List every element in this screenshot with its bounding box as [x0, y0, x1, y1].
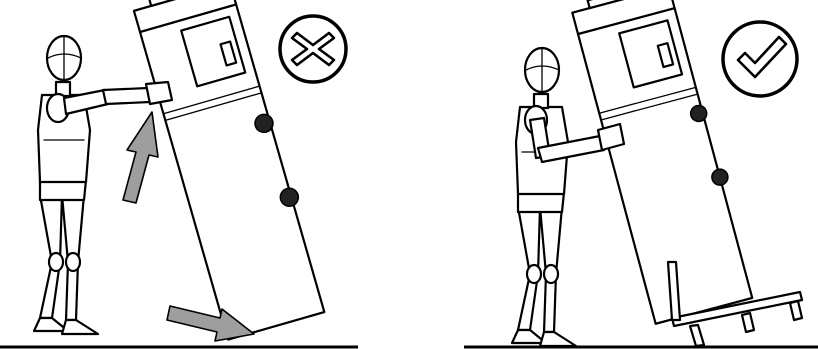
- correct-panel: [464, 0, 818, 347]
- check-circle-icon: [723, 22, 797, 96]
- person-incorrect: [34, 36, 172, 334]
- cross-circle-icon: [280, 16, 346, 82]
- incorrect-panel: [0, 0, 358, 347]
- hand-on-top: [146, 82, 172, 104]
- hand-on-side: [598, 124, 624, 150]
- push-up-arrow-icon: [123, 112, 158, 203]
